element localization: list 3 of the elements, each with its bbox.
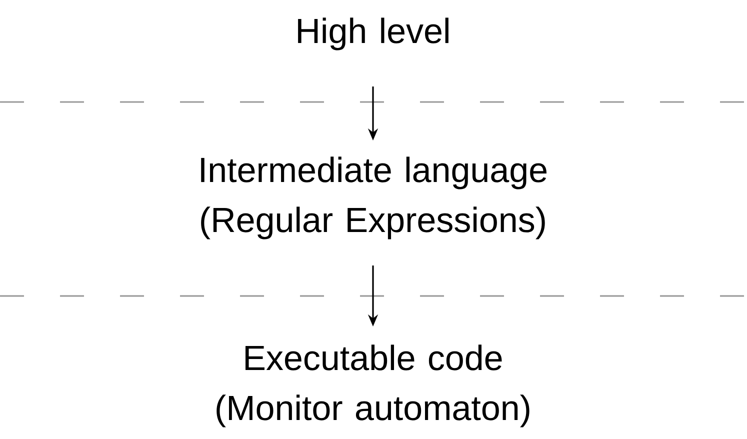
- text-label: Executable code (Monitor automaton): [216, 344, 530, 428]
- text-label: Intermediate language (Regular Expressions): [201, 156, 546, 240]
- text-label: High level: [298, 18, 448, 50]
